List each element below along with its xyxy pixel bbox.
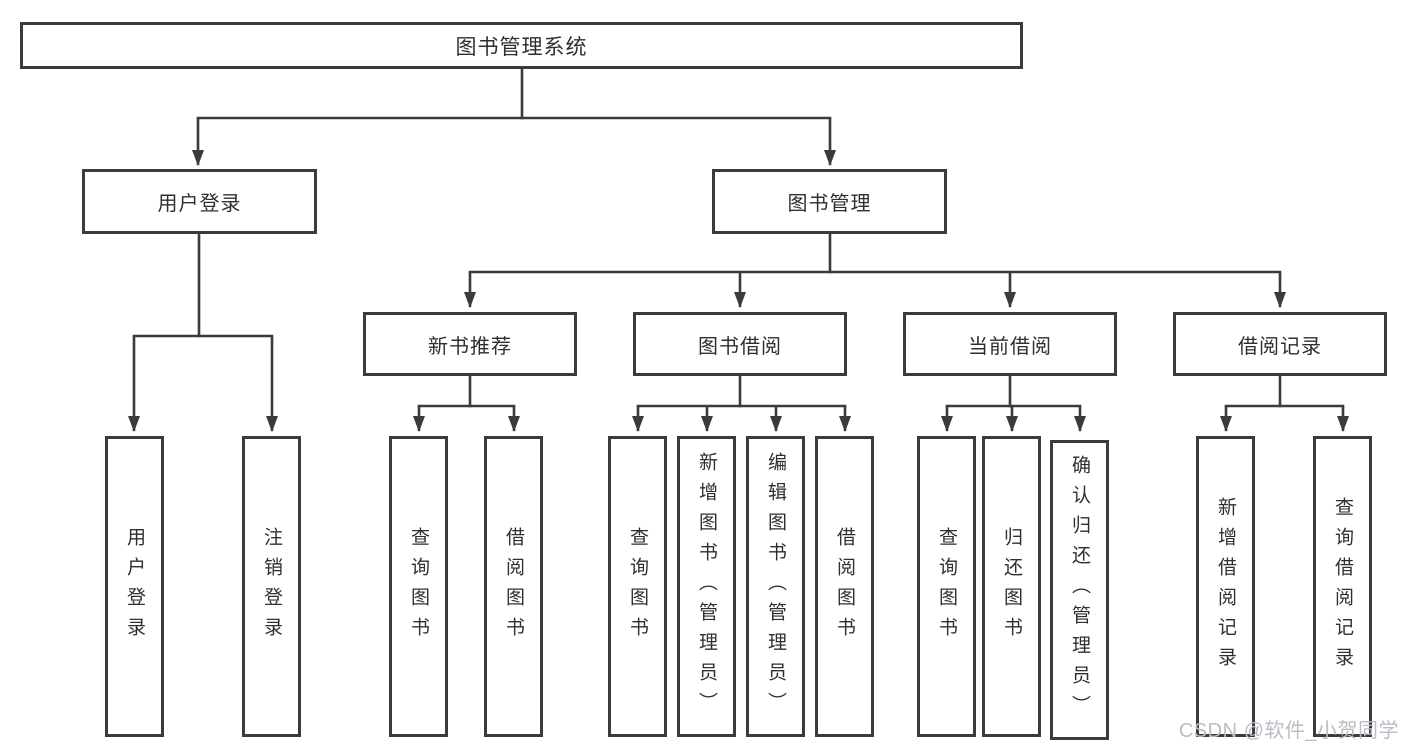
node-book-borrow-label: 图书借阅 bbox=[698, 335, 782, 358]
node-user-login-label: 用户登录 bbox=[157, 193, 242, 215]
connector-userlogin-to-leaves bbox=[128, 232, 278, 432]
leaf-logout-label: 注销登录 bbox=[261, 526, 282, 647]
leaf-newbook-borrow-books-label: 借阅图书 bbox=[503, 526, 524, 647]
leaf-add-books-admin-label: 新增图书（管理员） bbox=[696, 451, 717, 722]
leaf-user-login: 用户登录 bbox=[105, 436, 164, 737]
leaf-current-query-books: 查询图书 bbox=[917, 436, 976, 737]
leaf-newbook-borrow-books: 借阅图书 bbox=[484, 436, 543, 737]
leaf-borrow-borrow-books-label: 借阅图书 bbox=[834, 526, 855, 647]
leaf-current-query-books-label: 查询图书 bbox=[936, 526, 957, 647]
node-book-management: 图书管理 bbox=[712, 169, 947, 234]
node-book-management-label: 图书管理 bbox=[787, 193, 872, 215]
connector-newbook-to-leaves bbox=[413, 374, 520, 432]
leaf-newbook-query-books-label: 查询图书 bbox=[408, 526, 429, 647]
node-current-borrow: 当前借阅 bbox=[903, 312, 1117, 376]
node-user-login: 用户登录 bbox=[82, 169, 317, 234]
leaf-borrow-query-books-label: 查询图书 bbox=[627, 526, 648, 647]
node-borrow-records-label: 借阅记录 bbox=[1238, 335, 1322, 358]
node-new-book-recommend-label: 新书推荐 bbox=[428, 335, 512, 358]
connector-bookborrow-to-leaves bbox=[632, 374, 851, 432]
leaf-confirm-return-admin: 确认归还（管理员） bbox=[1050, 440, 1109, 740]
leaf-add-borrow-record-label: 新增借阅记录 bbox=[1215, 496, 1236, 677]
node-new-book-recommend: 新书推荐 bbox=[363, 312, 577, 376]
leaf-query-borrow-record-label: 查询借阅记录 bbox=[1332, 496, 1353, 677]
leaf-add-borrow-record: 新增借阅记录 bbox=[1196, 436, 1255, 737]
leaf-query-borrow-record: 查询借阅记录 bbox=[1313, 436, 1372, 737]
leaf-edit-books-admin: 编辑图书（管理员） bbox=[746, 436, 805, 737]
leaf-user-login-label: 用户登录 bbox=[124, 526, 145, 647]
leaf-return-books: 归还图书 bbox=[982, 436, 1041, 737]
connector-root-to-level1 bbox=[192, 66, 836, 166]
leaf-edit-books-admin-label: 编辑图书（管理员） bbox=[765, 451, 786, 722]
leaf-return-books-label: 归还图书 bbox=[1001, 526, 1022, 647]
connector-records-to-leaves bbox=[1220, 374, 1349, 432]
connector-bookmgmt-to-level2 bbox=[464, 232, 1286, 308]
node-book-borrow: 图书借阅 bbox=[633, 312, 847, 376]
node-root-label: 图书管理系统 bbox=[455, 35, 588, 59]
node-root: 图书管理系统 bbox=[20, 22, 1023, 69]
connector-currentborrow-to-leaves bbox=[941, 374, 1086, 432]
leaf-borrow-borrow-books: 借阅图书 bbox=[815, 436, 874, 737]
leaf-borrow-query-books: 查询图书 bbox=[608, 436, 667, 737]
leaf-add-books-admin: 新增图书（管理员） bbox=[677, 436, 736, 737]
leaf-confirm-return-admin-label: 确认归还（管理员） bbox=[1069, 455, 1090, 725]
node-current-borrow-label: 当前借阅 bbox=[968, 335, 1052, 358]
node-borrow-records: 借阅记录 bbox=[1173, 312, 1387, 376]
watermark-text: CSDN @软件_小贺同学 bbox=[1178, 720, 1399, 742]
leaf-logout: 注销登录 bbox=[242, 436, 301, 737]
leaf-newbook-query-books: 查询图书 bbox=[389, 436, 448, 737]
